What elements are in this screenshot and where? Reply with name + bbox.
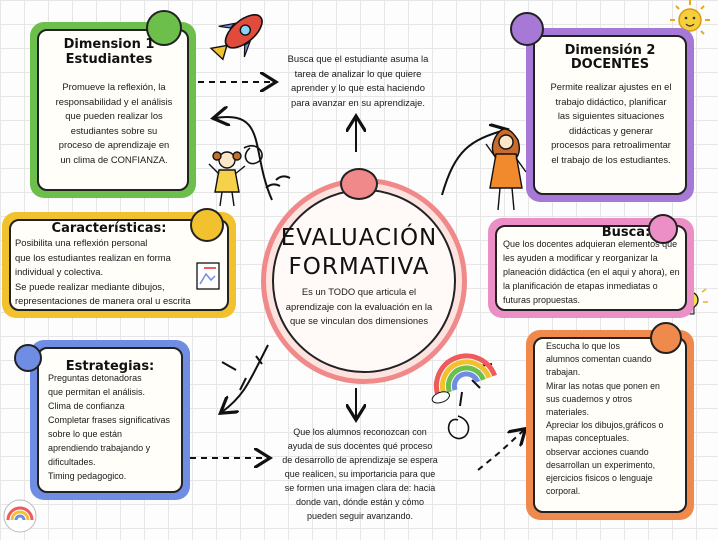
- rainbow-icon: [431, 353, 497, 404]
- caracteristicas-body: Posibilita una reflexión personal que lo…: [15, 237, 191, 307]
- caracteristicas-dot: [190, 208, 224, 242]
- arrow-center-to-estrategias: [222, 344, 269, 412]
- center-node: [261, 178, 467, 384]
- dim2-title-line2: DOCENTES: [570, 57, 650, 72]
- logo-badge-icon: [3, 499, 37, 533]
- busca-title: Busca:: [601, 225, 651, 240]
- dim2-card: [526, 28, 694, 202]
- spiral-doodle-left: [243, 145, 263, 165]
- dim2-body: Permite realizar ajustes en el trabajo d…: [550, 81, 672, 165]
- estrategias-dot: [14, 344, 42, 372]
- center-description: Es un TODO que articula el aprendizaje c…: [285, 286, 433, 327]
- arrow-bottom-to-escucha: [477, 430, 524, 471]
- dim1-card: [30, 22, 196, 198]
- escucha-body: Escucha lo que los alumnos comentan cuan…: [546, 341, 664, 497]
- bottom-text: Que los alumnos reconozcan con ayuda de …: [282, 427, 438, 521]
- center-sparks: [221, 175, 493, 407]
- caracteristicas-title: Características:: [51, 221, 167, 236]
- drawing-icon: [196, 262, 220, 290]
- center-title-line1: EVALUACIÓN: [280, 225, 438, 251]
- estrategias-body: Preguntas detonadoras que permitan el an…: [48, 373, 171, 481]
- dim2-dot: [510, 12, 544, 46]
- escucha-dot: [650, 322, 682, 354]
- rocket-icon: [209, 14, 263, 61]
- estrategias-title: Estrategias:: [65, 359, 155, 374]
- escucha-card: [526, 330, 694, 520]
- center-bubble-dot: [340, 168, 378, 200]
- top-text: Busca que el estudiante asuma la tarea d…: [287, 53, 429, 108]
- arrow-center-to-dim1: [215, 117, 273, 201]
- teacher-doodle-icon: [485, 128, 527, 211]
- busca-body: Que los docentes adquieran elementos que…: [503, 239, 680, 305]
- dim1-title-line2: Estudiantes: [65, 52, 153, 67]
- spiral-doodle-right: [447, 415, 470, 440]
- dim1-body: Promueve la reflexión, la responsabilida…: [55, 81, 173, 165]
- arrow-center-to-dim2: [441, 130, 505, 196]
- busca-dot: [648, 214, 678, 244]
- girl-doodle-icon: [208, 151, 246, 207]
- dim1-dot: [146, 10, 182, 46]
- center-title-line2: FORMATIVA: [288, 254, 430, 280]
- dim2-title-line1: Dimensión 2: [564, 43, 656, 58]
- dim1-title-line1: Dimension 1: [63, 37, 155, 52]
- estrategias-card: [30, 340, 190, 500]
